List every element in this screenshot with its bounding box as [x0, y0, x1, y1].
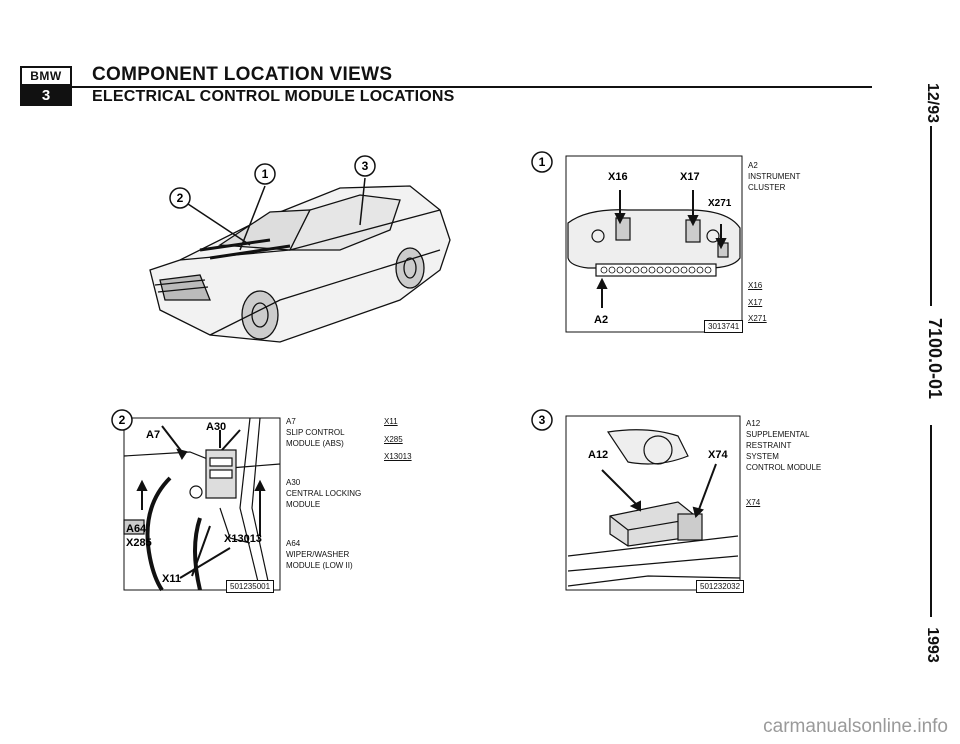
panel1-label-x17: X17 [680, 171, 700, 183]
panel3-legend-a12-desc3: SYSTEM [746, 452, 779, 461]
panel1-label-x16: X16 [608, 171, 628, 183]
panel1-legend-a2-desc2: CLUSTER [748, 183, 786, 192]
panel2-legend-a7-desc1: SLIP CONTROL [286, 428, 345, 437]
panel1-figure-id: 3013741 [704, 320, 744, 333]
panel1-legend-a2-code: A2 [748, 161, 758, 170]
page-subtitle: ELECTRICAL CONTROL MODULE LOCATIONS [92, 88, 455, 105]
panel1-label-a2: A2 [594, 314, 608, 326]
panel3-label-x74: X74 [708, 449, 728, 461]
panel2-figure-id: 501235001 [226, 580, 275, 593]
panel2-legend-a64-code: A64 [286, 539, 301, 548]
panel2-control-modules-diagram: 2 A7 A30 A64 X285 X13013 X11 [111, 409, 281, 592]
overview-callout-1: 1 [262, 167, 269, 181]
panel1-legend-x16: X16 [748, 281, 763, 290]
panel2-label-a30: A30 [206, 421, 226, 433]
side-section-code: 7100.0-01 [925, 317, 946, 400]
panel3-legend-a12-desc4: CONTROL MODULE [746, 463, 822, 472]
panel2-legend-x13013: X13013 [384, 452, 412, 461]
side-line-2 [930, 425, 932, 617]
overview-callout-2: 2 [177, 191, 184, 205]
side-year: 1993 [923, 627, 941, 663]
side-line-1 [930, 126, 932, 306]
logo-series-text: 3 [22, 86, 70, 104]
bmw-3-logo: BMW 3 [20, 66, 72, 106]
panel1-instrument-cluster-diagram: 1 X16 X17 X271 A2 [531, 151, 743, 333]
panel3-figure-id: 501232032 [696, 580, 745, 593]
panel2-label-a64: A64 [126, 523, 147, 535]
page-title: COMPONENT LOCATION VIEWS [92, 64, 393, 85]
site-watermark: carmanualsonline.info [763, 716, 948, 737]
side-date: 12/93 [924, 82, 942, 124]
header-rule [72, 86, 872, 88]
panel3-legend-x74: X74 [746, 498, 761, 507]
panel3-legend-a12-desc2: RESTRAINT [746, 441, 792, 450]
panel1-callout: 1 [539, 155, 546, 169]
panel2-legend-a7-desc2: MODULE (ABS) [286, 439, 344, 448]
car-overview-illustration: 2 1 3 [149, 155, 451, 343]
panel2-legend-a30-desc2: MODULE [286, 500, 321, 509]
panel2-legend-a30-code: A30 [286, 478, 301, 487]
panel2-callout: 2 [119, 413, 126, 427]
panel1-legend-x271: X271 [748, 314, 767, 323]
panel2-legend-a30-desc1: CENTRAL LOCKING [286, 489, 362, 498]
panel2-legend-x285: X285 [384, 435, 403, 444]
panel3-srs-module-diagram: 3 A12 X74 [531, 409, 741, 591]
panel1-legend-x17: X17 [748, 298, 763, 307]
panel2-label-x13013: X13013 [224, 533, 262, 545]
panel3-callout: 3 [539, 413, 546, 427]
panel3-legend-a12-code: A12 [746, 419, 761, 428]
panel2-legend-x11: X11 [384, 417, 398, 426]
panel2-legend-a64-desc2: MODULE (LOW II) [286, 561, 353, 570]
panel2-legend-a64-desc1: WIPER/WASHER [286, 550, 350, 559]
panel1-label-x271: X271 [708, 198, 732, 209]
overview-callout-3: 3 [362, 159, 369, 173]
panel2-legend-a7-code: A7 [286, 417, 296, 426]
panel2-label-a7: A7 [146, 429, 160, 441]
logo-bmw-text: BMW [22, 68, 70, 86]
panel1-legend-a2-desc1: INSTRUMENT [748, 172, 801, 181]
panel2-label-x285: X285 [126, 537, 152, 549]
panel3-label-a12: A12 [588, 449, 608, 461]
panel2-label-x11: X11 [162, 573, 181, 585]
panel3-legend-a12-desc1: SUPPLEMENTAL [746, 430, 810, 439]
